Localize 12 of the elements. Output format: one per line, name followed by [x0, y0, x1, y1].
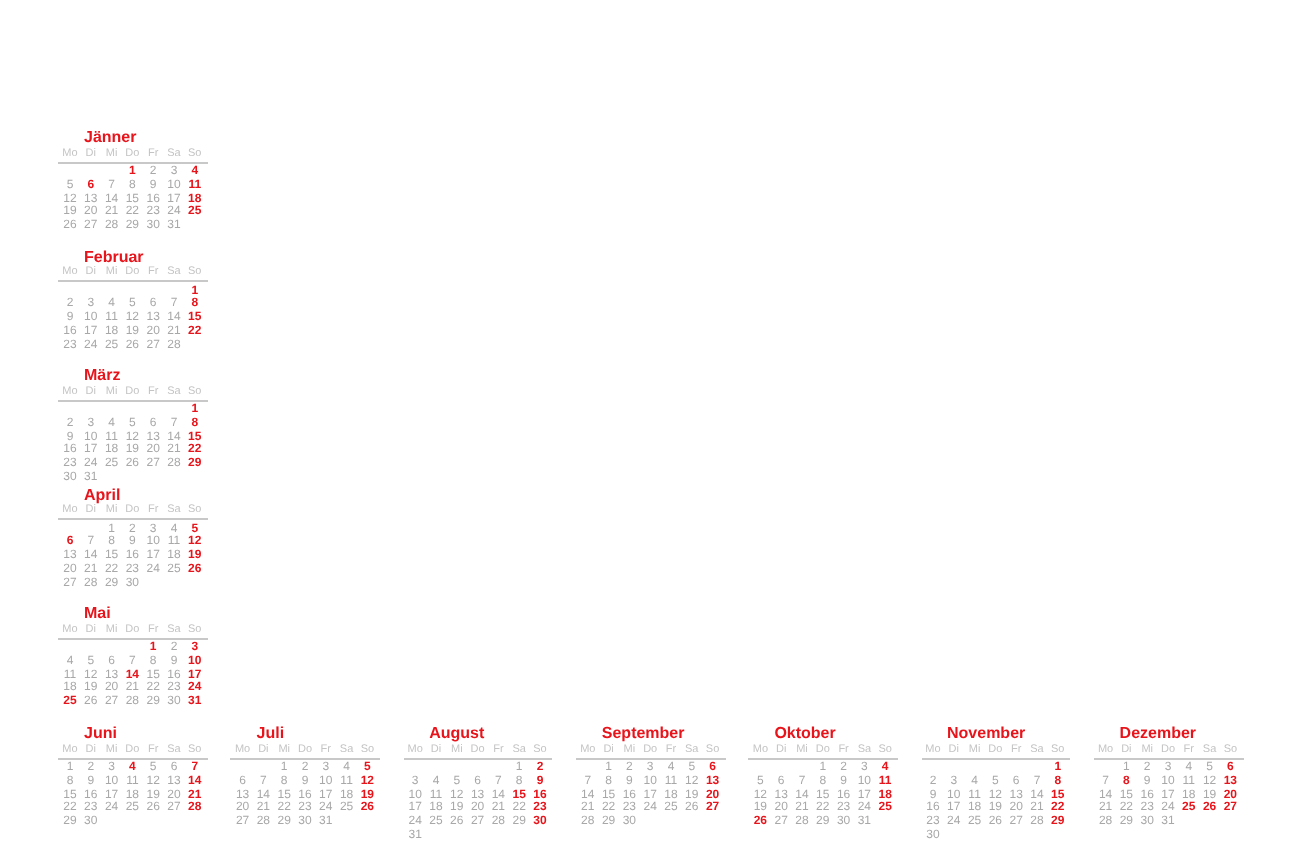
month-title: November [947, 726, 1026, 742]
month-title: Juli [256, 726, 285, 742]
month-title: April [84, 487, 121, 503]
month-title: August [429, 726, 485, 742]
month-title: Mai [84, 606, 111, 622]
month-title: Oktober [774, 726, 836, 742]
month-title: September [601, 726, 685, 742]
month-title: März [84, 368, 121, 384]
month-title: Juni [84, 726, 117, 742]
month-title: Dezember [1119, 726, 1197, 742]
month-title: Jänner [84, 130, 137, 146]
month-title: Februar [84, 249, 144, 265]
